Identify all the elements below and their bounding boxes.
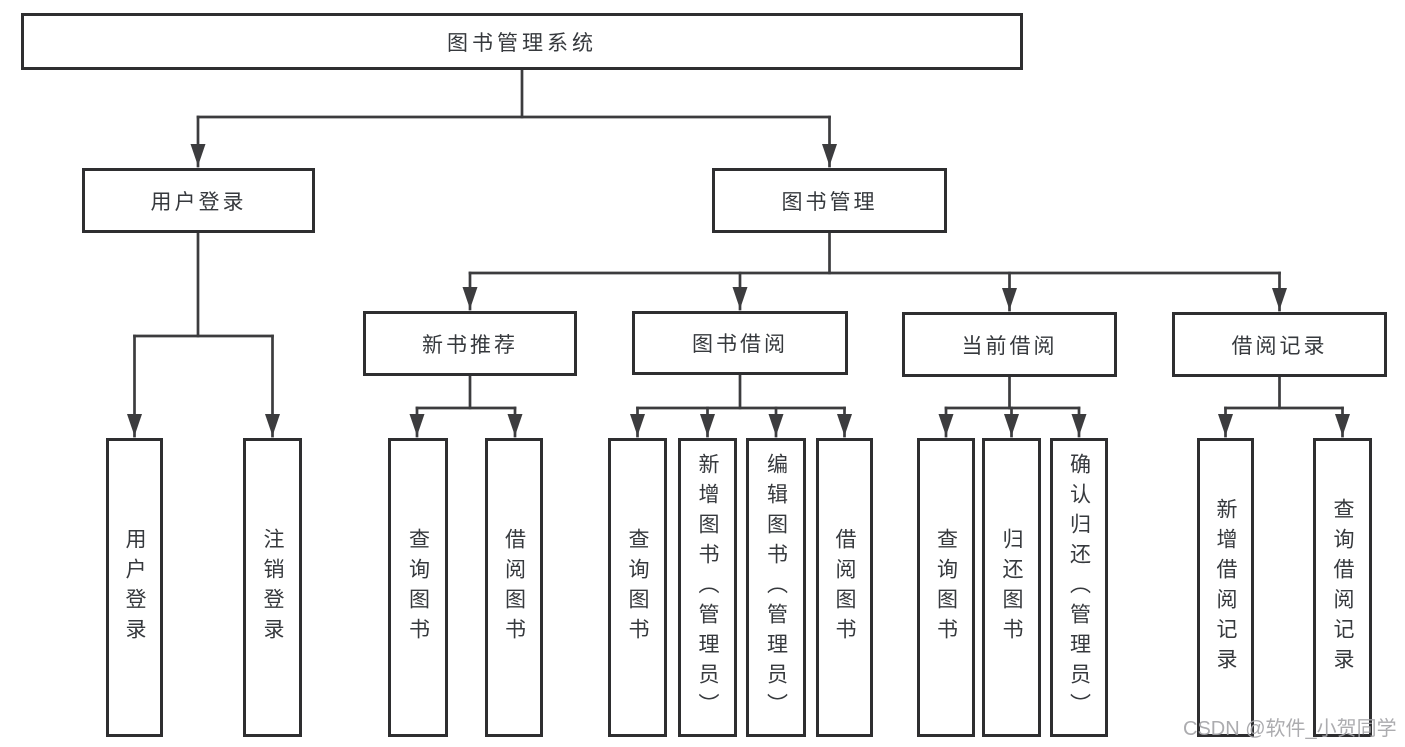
node-borrow-record: 借阅记录 — [1172, 312, 1387, 377]
leaf-add-borrow-record: 新增借阅记录 — [1197, 438, 1254, 737]
node-label: 当前借阅 — [961, 334, 1058, 358]
node-label: 图书管理 — [781, 190, 878, 214]
node-current-borrow: 当前借阅 — [902, 312, 1117, 377]
node-label: 新书推荐 — [422, 333, 518, 357]
node-label: 注销登录 — [261, 527, 284, 648]
node-book-borrow: 图书借阅 — [632, 311, 848, 375]
node-label: 新增图书（管理员） — [696, 452, 719, 723]
node-label: 查询图书 — [626, 527, 649, 648]
leaf-edit-books-admin: 编辑图书（管理员） — [746, 438, 806, 737]
node-label: 归还图书 — [1000, 527, 1023, 648]
node-label: 借阅图书 — [833, 527, 856, 648]
leaf-borrow-books-2: 借阅图书 — [816, 438, 873, 737]
leaf-query-borrow-record: 查询借阅记录 — [1313, 438, 1372, 737]
node-new-book-recommend: 新书推荐 — [363, 311, 577, 376]
leaf-query-books-2: 查询图书 — [608, 438, 667, 737]
leaf-user-login: 用户登录 — [106, 438, 163, 737]
node-label: 借阅图书 — [502, 527, 526, 648]
node-label: 新增借阅记录 — [1214, 497, 1237, 678]
leaf-return-books: 归还图书 — [982, 438, 1041, 737]
node-label: 查询借阅记录 — [1331, 497, 1354, 678]
node-label: 图书管理系统 — [447, 31, 597, 55]
leaf-query-books-3: 查询图书 — [917, 438, 975, 737]
leaf-confirm-return-admin: 确认归还（管理员） — [1050, 438, 1108, 737]
leaf-query-books-1: 查询图书 — [388, 438, 448, 737]
node-label: 编辑图书（管理员） — [764, 452, 788, 723]
node-label: 借阅记录 — [1231, 334, 1328, 358]
node-label: 用户登录 — [123, 527, 146, 648]
node-library-management-system: 图书管理系统 — [21, 13, 1023, 70]
csdn-watermark: CSDN @软件_小贺同学 — [1183, 718, 1397, 740]
node-label: 查询图书 — [934, 527, 958, 648]
node-label: 查询图书 — [406, 527, 430, 648]
node-label: 用户登录 — [150, 190, 247, 214]
leaf-add-books-admin: 新增图书（管理员） — [678, 438, 737, 737]
node-label: 确认归还（管理员） — [1067, 452, 1091, 723]
node-label: 图书借阅 — [692, 333, 788, 356]
leaf-logout: 注销登录 — [243, 438, 302, 737]
node-user-login: 用户登录 — [82, 168, 315, 233]
node-book-management: 图书管理 — [712, 168, 947, 233]
leaf-borrow-books-1: 借阅图书 — [485, 438, 543, 737]
